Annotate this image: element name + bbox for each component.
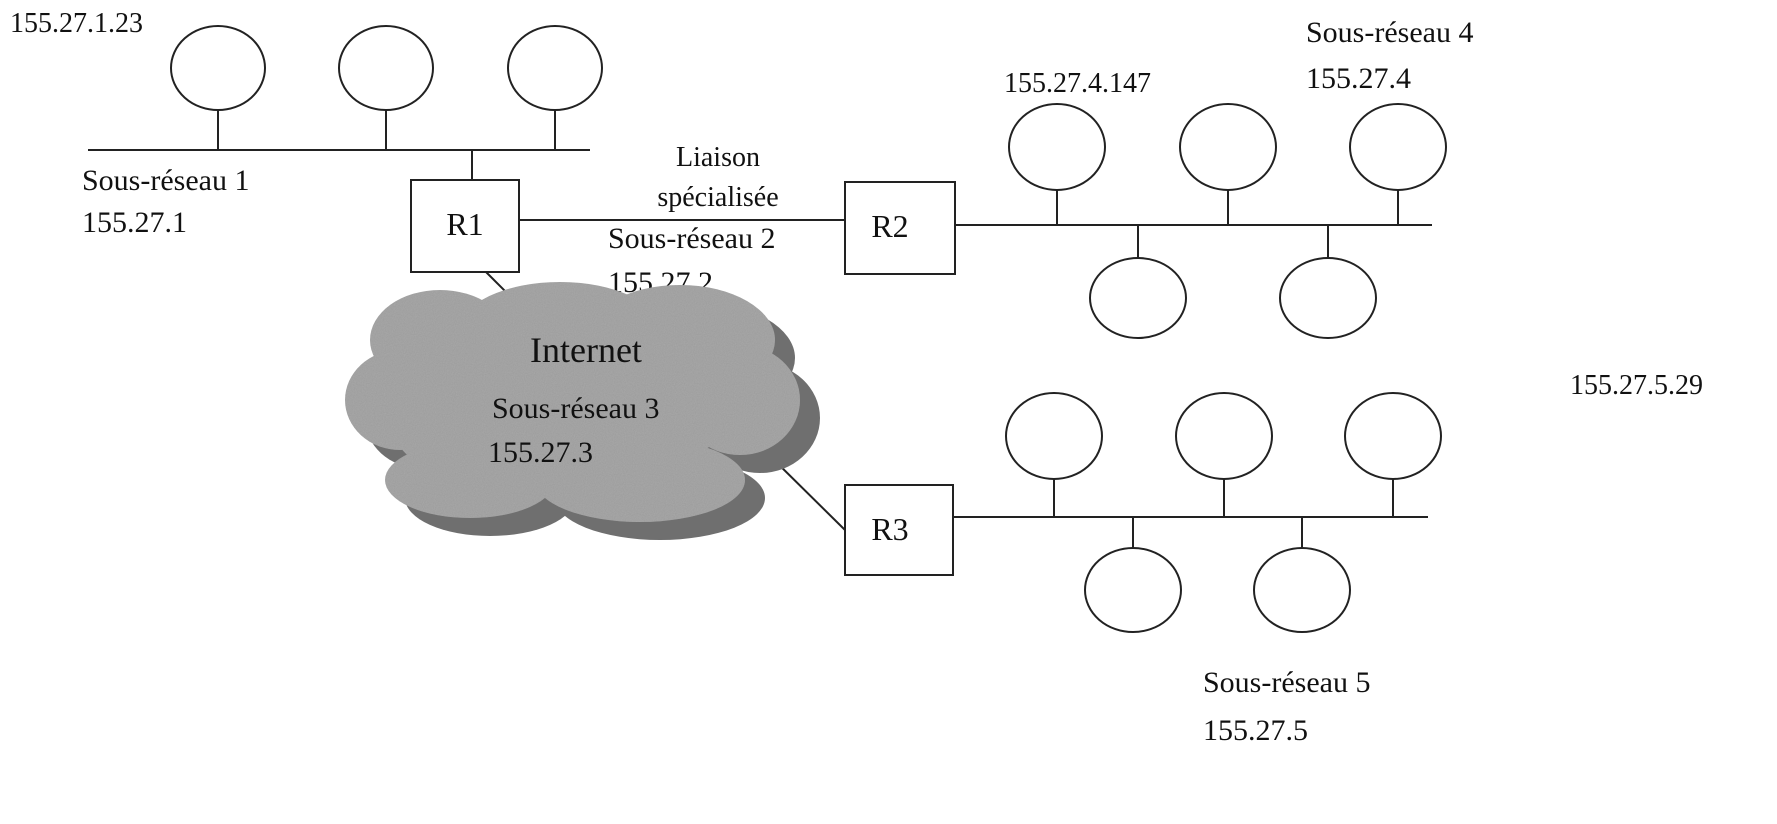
subnet-1-prefix: 155.27.1 [82, 206, 187, 239]
router-r3: R3 [844, 484, 954, 576]
host-icon [1008, 103, 1106, 191]
router-r3-label: R3 [871, 511, 908, 547]
subnet-3: Internet Sous-réseau 3 155.27.3 [345, 282, 820, 540]
subnet-5-prefix: 155.27.5 [1203, 714, 1308, 747]
subnet-1-name: Sous-réseau 1 [82, 164, 249, 197]
router-icon [844, 181, 956, 275]
subnet-2: Liaison spécialisée Sous-réseau 2 155.27… [519, 142, 845, 299]
subnet-5-host-5 [1253, 517, 1351, 633]
leased-line-label-2: spécialisée [657, 182, 778, 213]
subnet-4-prefix: 155.27.4 [1306, 62, 1411, 95]
host-icon [1005, 392, 1103, 480]
subnet-5-host-4 [1084, 517, 1182, 633]
router-r2: R2 [844, 181, 956, 275]
router-r1: R1 [410, 179, 520, 273]
subnet-5-name: Sous-réseau 5 [1203, 666, 1370, 699]
host-icon [1084, 547, 1182, 633]
host-icon [338, 25, 434, 111]
subnet-4-host-5 [1279, 225, 1377, 339]
subnet-5-host-address: 155.27.5.29 [1570, 370, 1703, 401]
host-icon [507, 25, 603, 111]
internet-cloud-icon [345, 282, 820, 540]
subnet-5-host-2 [1175, 392, 1273, 517]
subnet-5-host-1 [1005, 392, 1103, 517]
host-icon [1279, 257, 1377, 339]
subnet-1-host-1 [170, 25, 266, 150]
host-icon [1175, 392, 1273, 480]
subnet-4-host-2 [1179, 103, 1277, 225]
subnet-5: 155.27.5.29 Sous-réseau 5 155.27.5 [953, 370, 1703, 747]
subnet-1-host-address: 155.27.1.23 [10, 8, 143, 39]
router-r1-label: R1 [446, 206, 483, 242]
subnet-4-host-3 [1349, 103, 1447, 225]
subnet-5-host-3 [1344, 392, 1442, 517]
subnet-1: 155.27.1.23 Sous-réseau 1 155.27.1 [10, 8, 603, 239]
host-icon [170, 25, 266, 111]
host-icon [1179, 103, 1277, 191]
subnet-1-host-2 [338, 25, 434, 150]
router-r2-label: R2 [871, 208, 908, 244]
leased-line-label-1: Liaison [676, 142, 760, 173]
router-icon [844, 484, 954, 576]
subnet-3-prefix: 155.27.3 [488, 436, 593, 469]
subnet-4-host-address: 155.27.4.147 [1004, 68, 1151, 99]
subnet-2-name: Sous-réseau 2 [608, 222, 775, 255]
internet-label: Internet [530, 330, 642, 370]
host-icon [1344, 392, 1442, 480]
router-icon [410, 179, 520, 273]
host-icon [1089, 257, 1187, 339]
cloud-body [345, 282, 800, 522]
host-icon [1349, 103, 1447, 191]
subnet-4-host-1 [1008, 103, 1106, 225]
subnet-1-host-3 [507, 25, 603, 150]
subnet-4-host-4 [1089, 225, 1187, 339]
subnet-4-name: Sous-réseau 4 [1306, 16, 1473, 49]
subnet-4: 155.27.4.147 Sous-réseau 4 155.27.4 [955, 16, 1473, 339]
host-icon [1253, 547, 1351, 633]
subnet-3-name: Sous-réseau 3 [492, 392, 659, 425]
